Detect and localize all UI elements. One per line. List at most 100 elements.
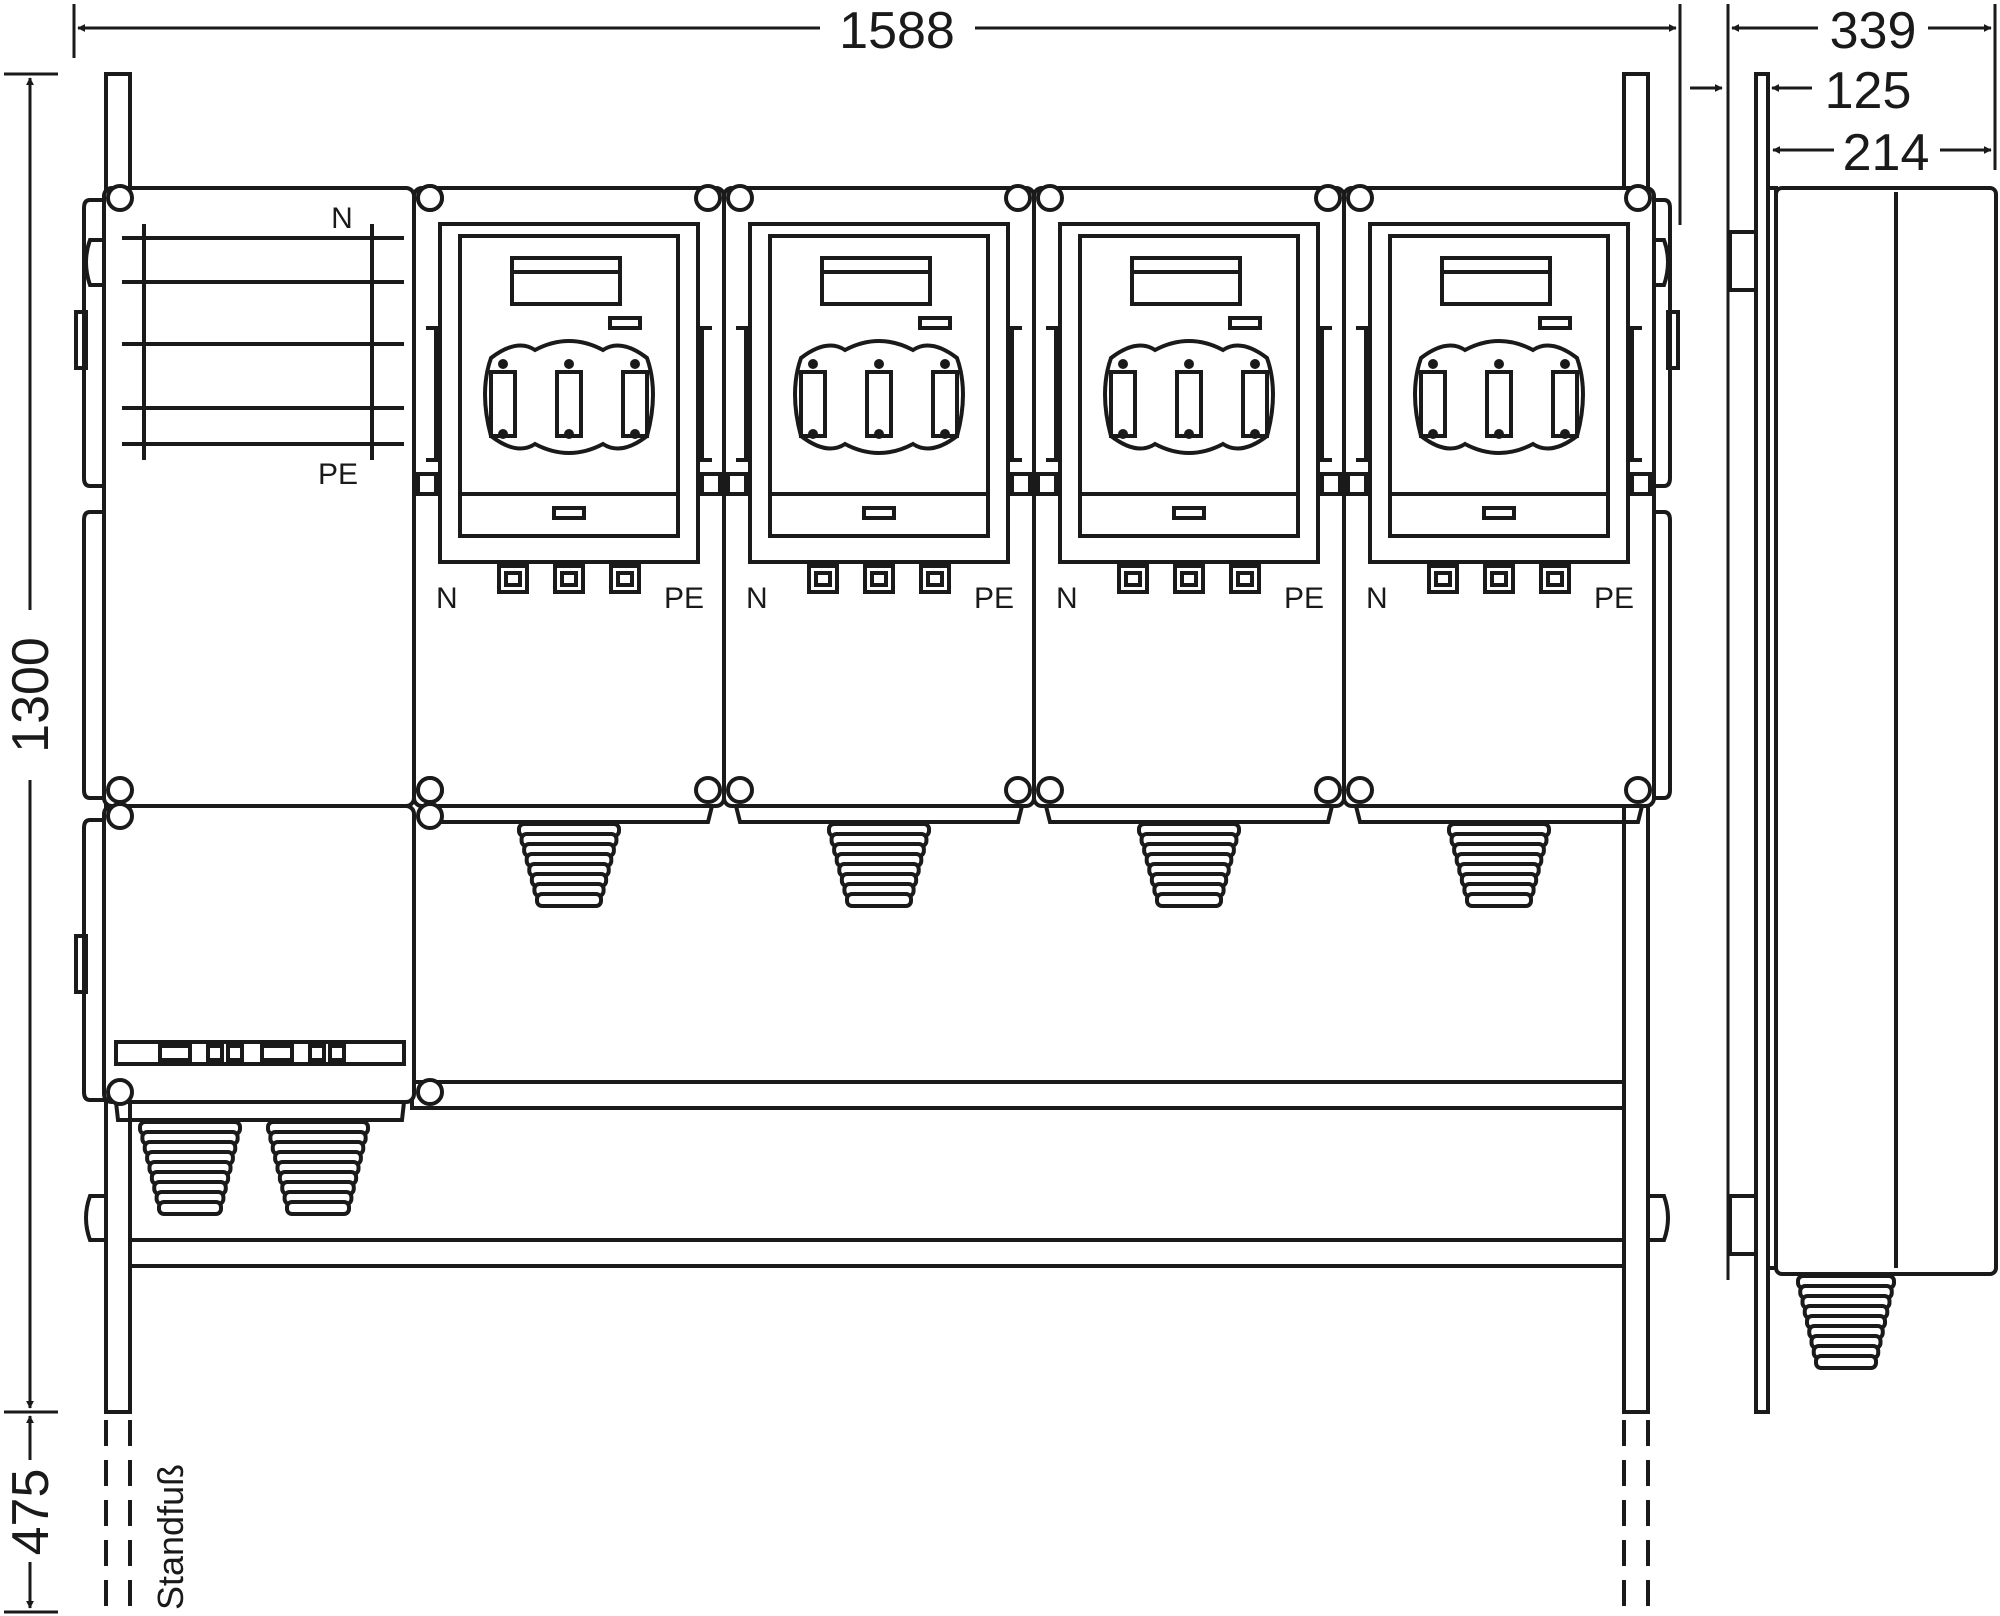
lower-rail [128,1238,1626,1268]
width-value: 1588 [839,2,955,60]
fuse-dot-bottom [808,429,818,439]
screw [1036,776,1064,804]
terminal-screw [616,571,634,587]
fuse-dot-top [1428,359,1438,369]
fuse-dot-bottom [564,429,574,439]
switch-body [458,234,680,538]
screw [416,1078,444,1106]
clip-left [1346,472,1368,496]
height-dimension: 1300 [2,72,60,1414]
module-pe-label: PE [974,582,1014,615]
depth-front-value: 214 [1843,124,1930,182]
module-n-label: N [1056,582,1078,615]
latch-left [1046,326,1058,462]
terminal-screw [814,571,832,587]
terminal-2 [1483,564,1515,594]
screw [726,776,754,804]
module-gland-3 [1137,822,1241,908]
fuse-dot-top [1560,359,1570,369]
fuse-dot-bottom [940,429,950,439]
terminal-2 [1173,564,1205,594]
module-gland-2 [827,822,931,908]
switch-frame [1058,222,1320,564]
label-window [820,256,932,306]
terminal-box [102,804,416,1122]
indicator-slot [1538,316,1572,330]
terminal-screw [926,571,944,587]
gland-ring [1465,892,1533,908]
label-window [510,256,622,306]
depth-total-dimension: 339 [1726,2,1997,1280]
terminal-screw [504,571,522,587]
front-view: Standfuß N PE [74,72,1680,1616]
terminal-2 [863,564,895,594]
side-bracket-top [1728,230,1758,292]
side-gland [1796,1274,1896,1370]
switch-body [1388,234,1610,538]
fuse-dot-bottom [1494,429,1504,439]
side-bracket-bottom [1728,1194,1758,1256]
screw [1314,776,1342,804]
handle-slot [1482,506,1516,520]
terminal-screw [1434,571,1452,587]
screw [416,776,444,804]
terminal-gland-1 [138,1120,242,1216]
screw [106,1078,134,1106]
screw [1036,184,1064,212]
terminal-screw [1490,571,1508,587]
clip-left [416,472,438,496]
post-brackets [84,238,1670,1242]
latch-right [1630,326,1642,462]
module-pe-label: PE [1594,582,1634,615]
terminal-1 [497,564,529,594]
fuse-module-3: N PE [1032,186,1346,824]
terminal-1 [1117,564,1149,594]
busbar-box: N PE [102,186,416,808]
clip-right [1010,472,1032,496]
indicator-slot [918,316,952,330]
width-dimension: 1588 [72,2,1682,225]
fuse-dot-bottom [1428,429,1438,439]
depth-rear-dimension: 125 [1690,62,1911,120]
depth-total-value: 339 [1830,2,1917,60]
gland-ring [1814,1354,1878,1370]
terminal-screw [1180,571,1198,587]
module-bottom-rim [1044,805,1334,824]
screw [1314,184,1342,212]
indicator-slot [1228,316,1262,330]
fuse-dot-top [808,359,818,369]
handle-slot [1172,506,1206,520]
terminal-3 [609,564,641,594]
screw [1346,776,1374,804]
module-n-label: N [746,582,768,615]
module-pe-label: PE [664,582,704,615]
gland-ring [1155,892,1223,908]
label-window [1130,256,1242,306]
fuse-dot-bottom [1118,429,1128,439]
fuse-dot-top [1494,359,1504,369]
screw [106,802,134,830]
side-enclosure [1774,186,1998,1276]
screw [1346,184,1374,212]
screw [106,184,134,212]
switch-body [1078,234,1300,538]
module-pe-label: PE [1284,582,1324,615]
right-side-hinges [1650,198,1680,800]
cable-glands [138,822,1551,1216]
side-view [1728,72,1998,1414]
clip-right [1630,472,1652,496]
terminal-screw [1124,571,1142,587]
terminal-3 [919,564,951,594]
latch-right [1010,326,1022,462]
fuse-dot-top [1184,359,1194,369]
terminal-screw [870,571,888,587]
upper-rail [410,1080,1626,1110]
busbar-n-label: N [331,202,353,235]
screw [1624,184,1652,212]
fuse-dot-bottom [1184,429,1194,439]
latch-right [700,326,712,462]
clip-right [700,472,722,496]
